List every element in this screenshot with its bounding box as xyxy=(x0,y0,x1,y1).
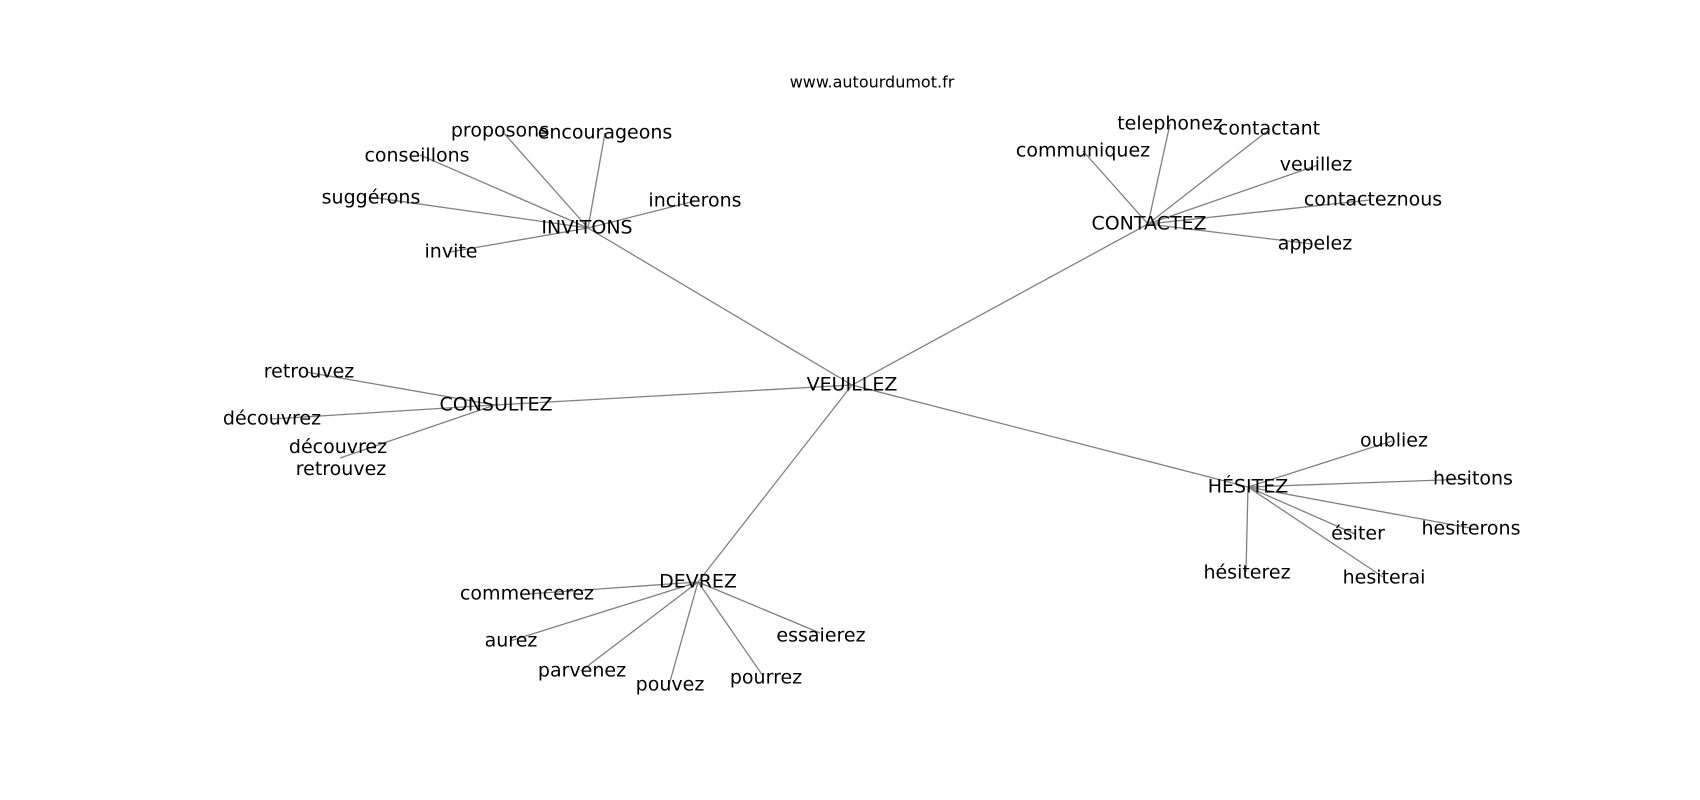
edge-contactez-contactant xyxy=(1147,128,1271,225)
edge-consultez-decouvrez xyxy=(271,404,496,420)
edge-hesitez-esiter xyxy=(1247,486,1356,535)
graph-labels: www.autourdumot.fr VEUILLEZ INVITONS pro… xyxy=(223,73,1521,696)
graph-edges xyxy=(271,123,1471,686)
edge-consultez-decouvrez-retrouvez xyxy=(339,404,496,459)
node-hub-contactez: CONTACTEZ xyxy=(1091,213,1206,235)
edge-invitons-encourageons xyxy=(587,132,606,229)
edge-root-hesitez xyxy=(851,384,1249,488)
node-leaf: aurez xyxy=(485,630,538,652)
node-leaf: veuillez xyxy=(1280,154,1353,176)
edge-hesitez-hesiterai xyxy=(1247,486,1384,578)
node-leaf: contacteznous xyxy=(1304,189,1442,211)
node-leaf: retrouvez xyxy=(264,361,355,383)
node-leaf: encourageons xyxy=(538,122,673,144)
edge-contactez-appelez xyxy=(1147,223,1313,245)
edge-contactez-communiquez xyxy=(1082,150,1149,225)
node-leaf: parvenez xyxy=(538,660,626,682)
node-leaf: hesitons xyxy=(1433,468,1513,490)
node-leaf: pouvez xyxy=(636,674,705,696)
node-leaf-line-2: retrouvez xyxy=(296,458,387,480)
node-leaf: hesiterons xyxy=(1421,518,1520,540)
edge-root-consultez xyxy=(494,384,853,406)
edge-root-contactez xyxy=(851,223,1149,386)
edge-devrez-aurez xyxy=(509,581,699,642)
edge-devrez-pouvez xyxy=(668,581,699,686)
edge-devrez-parvenez xyxy=(580,581,699,672)
node-leaf: suggérons xyxy=(322,187,421,209)
node-leaf: proposons xyxy=(451,120,549,142)
node-hub-devrez: DEVREZ xyxy=(659,571,737,593)
edge-hesitez-oubliez xyxy=(1247,440,1393,488)
edge-devrez-pourrez xyxy=(697,581,764,677)
edge-invitons-inciterons xyxy=(587,200,696,229)
node-leaf: découvrez xyxy=(223,408,321,430)
edge-hesitez-hesiterons xyxy=(1247,486,1471,529)
edge-contactez-veuillez xyxy=(1147,164,1319,225)
node-leaf: commencerez xyxy=(460,583,594,605)
edge-invitons-suggerons xyxy=(369,196,589,229)
node-leaf: hésiterez xyxy=(1203,562,1290,584)
edge-hesitez-hesitons xyxy=(1247,478,1471,488)
edge-invitons-invite xyxy=(449,227,589,253)
node-hub-consultez: CONSULTEZ xyxy=(440,394,553,416)
node-leaf: découvrez retrouvez xyxy=(289,436,393,480)
node-leaf-line-1: découvrez xyxy=(289,436,387,458)
node-leaf: contactant xyxy=(1218,118,1320,140)
node-leaf: ésiter xyxy=(1331,523,1385,545)
node-leaf: invite xyxy=(425,241,478,263)
edge-root-invitons xyxy=(587,227,853,386)
edge-devrez-commencerez xyxy=(527,581,699,595)
edge-invitons-conseillons xyxy=(419,154,589,229)
node-leaf: oubliez xyxy=(1360,430,1428,452)
node-leaf: communiquez xyxy=(1016,140,1150,162)
edge-contactez-contacteznous xyxy=(1147,199,1371,225)
edge-hesitez-hesiterez xyxy=(1245,486,1249,573)
edge-consultez-retrouvez xyxy=(305,371,496,406)
node-leaf: telephonez xyxy=(1117,113,1223,135)
node-hub-invitons: INVITONS xyxy=(541,217,632,239)
node-leaf: appelez xyxy=(1278,233,1352,255)
node-hub-hesitez: HÉSITEZ xyxy=(1208,475,1289,498)
node-leaf: hesiterai xyxy=(1343,567,1426,589)
node-leaf: pourrez xyxy=(730,667,802,689)
edge-root-devrez xyxy=(697,384,853,583)
node-leaf: essaierez xyxy=(776,625,865,647)
edge-devrez-essaierez xyxy=(697,581,821,634)
edge-invitons-proposons xyxy=(501,130,589,229)
node-root: VEUILLEZ xyxy=(807,374,898,396)
node-leaf: conseillons xyxy=(364,145,469,167)
site-url: www.autourdumot.fr xyxy=(790,73,955,92)
edge-contactez-telephonez xyxy=(1147,123,1171,225)
node-leaf: inciterons xyxy=(648,190,741,212)
